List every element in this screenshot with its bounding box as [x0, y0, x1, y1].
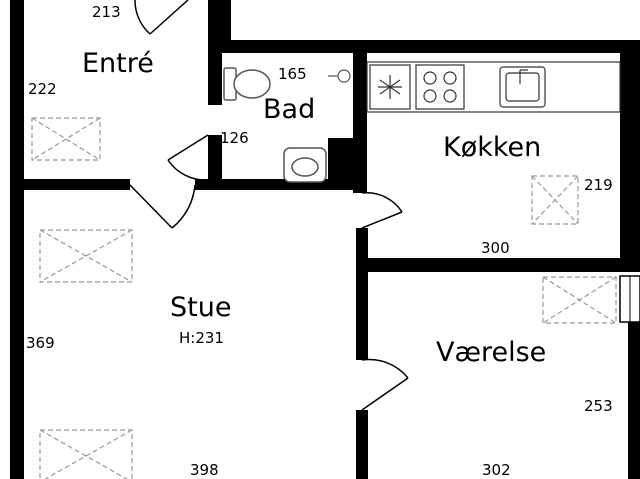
window-icon: [619, 275, 640, 323]
ceiling-light-icon: [531, 175, 579, 225]
dimension-bad-width: 165: [278, 65, 307, 83]
dimension-entre-length: 222: [28, 80, 57, 98]
room-name-entre: Entré: [82, 48, 154, 79]
wall-right-upper: [620, 53, 640, 258]
wall-kokken-vaerelse: [360, 258, 640, 272]
kitchen-sink-icon: [499, 66, 546, 108]
sink-icon: [283, 147, 327, 183]
room-name-bad: Bad: [263, 94, 316, 125]
room-name-stue: Stue: [170, 292, 232, 323]
door-swing-icon: [361, 191, 403, 229]
fridge-icon: [369, 64, 411, 110]
room-name-kokken: Køkken: [443, 132, 542, 163]
wall-stue-vaerelse-upper: [356, 228, 368, 360]
ceiling-height: H:231: [179, 329, 224, 347]
dimension-kokken-length: 219: [584, 176, 613, 194]
ceiling-light-icon: [39, 229, 133, 283]
dimension-stue-length: 369: [26, 334, 55, 352]
dimension-bad-length: 126: [220, 129, 249, 147]
wall-stue-vaerelse-lower: [356, 410, 368, 479]
wall-entre-stue-left: [24, 179, 130, 190]
wall-right-lower: [628, 322, 640, 479]
wall-top: [218, 40, 640, 53]
ceiling-light-icon: [542, 276, 617, 324]
wall-bad-column: [328, 138, 358, 190]
ceiling-light-icon: [31, 117, 101, 161]
wall-entre-stue-right: [195, 179, 367, 190]
door-swing-icon: [129, 184, 196, 229]
dimension-vaerelse-length: 253: [584, 397, 613, 415]
wall-bad-lower-left: [208, 135, 222, 187]
door-swing-icon: [167, 134, 209, 181]
dimension-entre-width: 213: [92, 3, 121, 21]
toilet-icon: [223, 67, 271, 101]
stove-icon: [415, 64, 465, 110]
ceiling-light-icon: [39, 429, 133, 479]
door-swing-icon: [134, 0, 189, 35]
wall-notch: [218, 0, 231, 48]
shower-drain-icon: [328, 69, 351, 83]
dimension-stue-width: 398: [190, 461, 219, 479]
dimension-kokken-width: 300: [481, 239, 510, 257]
walls: [10, 0, 640, 479]
door-swing-icon: [361, 358, 409, 411]
dimension-vaerelse-width: 302: [482, 461, 511, 479]
room-name-vaerelse: Værelse: [436, 337, 547, 368]
kitchen-counter: [366, 61, 621, 113]
wall-left: [10, 0, 24, 479]
